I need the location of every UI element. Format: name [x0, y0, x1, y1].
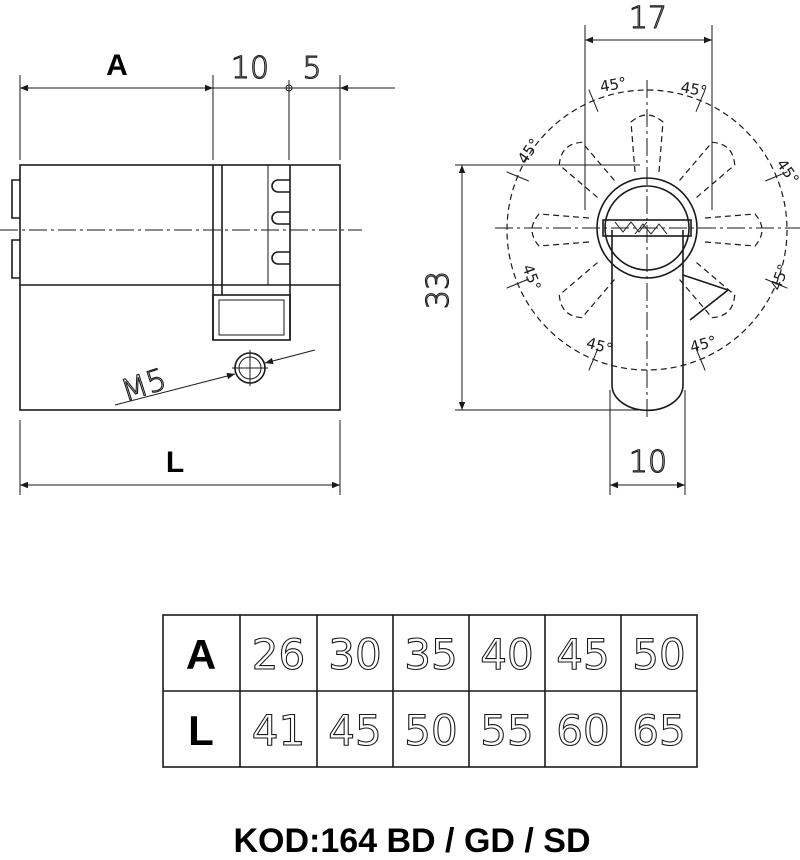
- angle-tick: [765, 171, 788, 182]
- angle-label: 45°: [519, 262, 545, 293]
- dim-l-label: L: [166, 446, 184, 479]
- table-cell: 40: [480, 630, 533, 679]
- table-cell: 45: [328, 706, 381, 755]
- cylinder-body: [19, 164, 341, 411]
- angle-label: 45°: [767, 262, 793, 293]
- table-cell: 35: [404, 630, 457, 679]
- table-cell: 50: [404, 706, 457, 755]
- product-code: KOD:164 BD / GD / SD: [233, 822, 590, 860]
- angle-tick: [588, 348, 599, 371]
- angle-tick: [506, 278, 529, 289]
- cam: [682, 274, 730, 321]
- cam-position-lobe: [630, 114, 664, 173]
- table-cell: 30: [328, 630, 381, 679]
- table-cell: 26: [252, 630, 305, 679]
- dimension-17: 17: [584, 0, 713, 210]
- table-cell: 41: [252, 706, 305, 755]
- cam-position-lobe: [679, 262, 736, 319]
- cylinder-front-view: 45° 45° 45° 45° 45° 45° 45° 45° 17 33 10: [420, 0, 800, 495]
- angle-tick: [588, 89, 599, 112]
- cam-position-lobe: [704, 213, 763, 247]
- table-cell: 60: [556, 706, 609, 755]
- angle-label: 45°: [584, 334, 614, 358]
- table-cell: 65: [632, 706, 685, 755]
- table-cell: 45: [556, 630, 609, 679]
- dim-10-label: 10: [231, 51, 269, 86]
- cam-position-lobe: [679, 141, 736, 198]
- dim-33-label: 33: [421, 271, 456, 309]
- cam-position-lobe: [558, 141, 615, 198]
- angle-tick: [695, 89, 706, 112]
- dimension-33: 33: [420, 164, 640, 411]
- dim-5-label: 5: [302, 51, 321, 86]
- cam-rotation-circle: [506, 89, 788, 371]
- angle-label: 45°: [679, 78, 708, 100]
- cam-position-lobe: [531, 213, 590, 247]
- angle-label: 45°: [599, 74, 628, 96]
- table-row-header: A: [186, 631, 216, 678]
- dimension-10-front: 10: [609, 390, 686, 495]
- angle-label: 45°: [773, 156, 800, 188]
- table-cell: 50: [632, 630, 685, 679]
- thread-label: M5: [117, 362, 171, 409]
- angle-tick: [765, 278, 788, 289]
- table-row-header: L: [188, 707, 214, 754]
- cam-position-lobe: [558, 262, 615, 319]
- dim-a-label: A: [106, 49, 128, 82]
- table-cell: 55: [480, 706, 533, 755]
- end-tabs: [11, 179, 20, 279]
- dimension-a: A 10 5: [19, 49, 395, 160]
- dimension-l: L: [19, 420, 341, 495]
- dim-17-label: 17: [629, 1, 667, 36]
- dim-10-front-label: 10: [629, 445, 667, 480]
- angle-tick: [506, 171, 529, 182]
- cylinder-side-view: M5 A 10 5 L: [0, 49, 395, 495]
- angle-tick: [695, 348, 706, 371]
- m5-hole: M5: [114, 349, 316, 410]
- cam-section: [212, 165, 291, 341]
- angle-label: 45°: [514, 135, 544, 167]
